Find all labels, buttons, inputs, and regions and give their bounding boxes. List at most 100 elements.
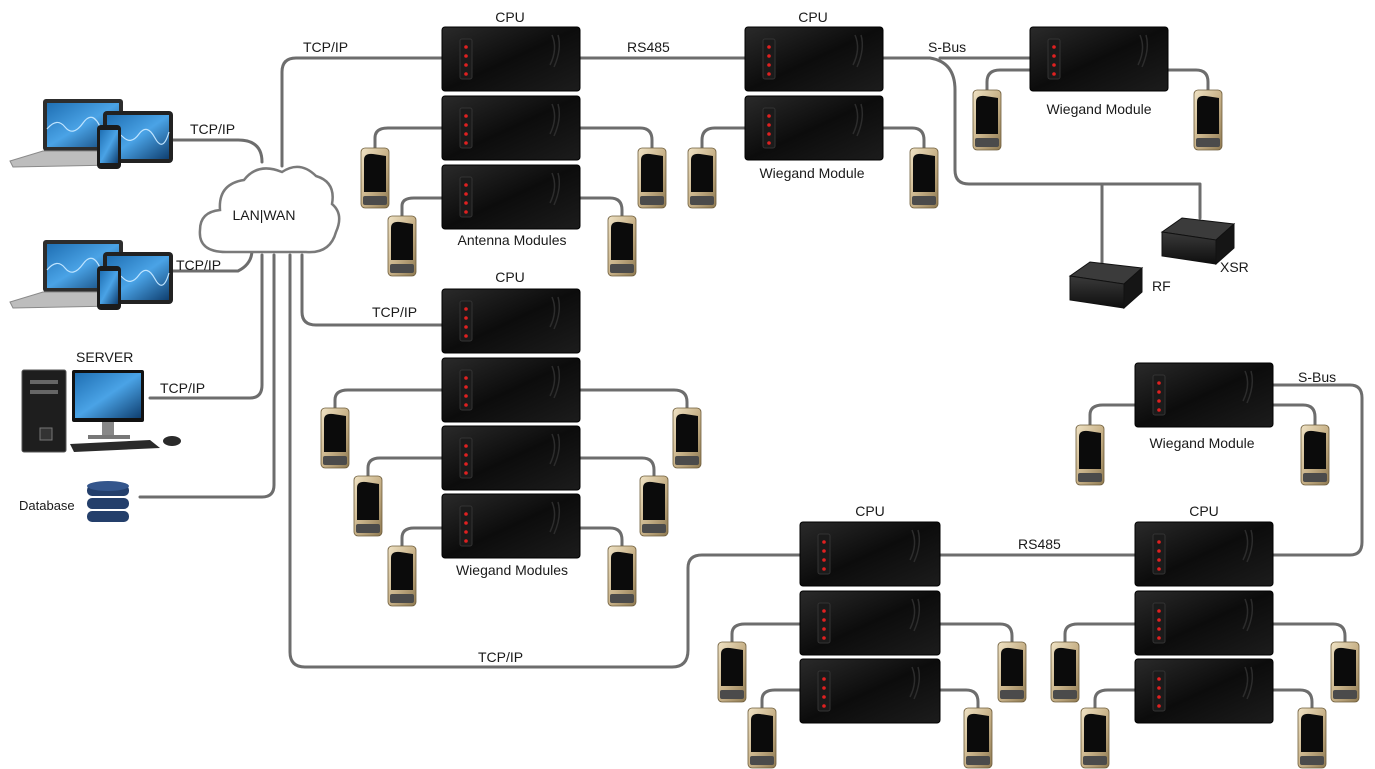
controller-module-icon [1134,590,1274,656]
controller-module-icon [441,164,581,230]
connection-line [333,388,444,410]
readers [320,89,1360,769]
database-icon [87,481,129,522]
controller-module-icon [441,288,581,354]
connection-line [400,526,444,548]
connection-line [166,138,264,164]
connection-line [1088,403,1137,427]
connection-line [138,253,276,499]
tcpip-label: TCP/IP [160,380,205,396]
controller-module-icon [1134,658,1274,724]
wiegand-modules-label: Wiegand Modules [456,562,568,578]
controller-module-icon [799,521,941,587]
card-reader-icon [1193,89,1223,151]
connection-line [288,253,802,669]
connection-line [280,56,444,168]
connection-line [1270,383,1364,557]
controller-module-icon [441,95,581,161]
connection-line [300,253,444,327]
cpu-label: CPU [495,269,525,285]
connection-line [1063,622,1137,644]
card-reader-icon [360,147,390,209]
cpu-label: CPU [855,503,885,519]
tcpip-label: TCP/IP [372,304,417,320]
database-label: Database [19,498,75,513]
card-reader-icon [387,215,417,277]
tcpip-label: TCP/IP [478,649,523,665]
cpu-label: CPU [1189,503,1219,519]
card-reader-icon [637,147,667,209]
connection-line [988,182,1202,220]
connection-line [148,253,264,400]
controller-module-icon [441,26,581,92]
labels: CPU CPU CPU CPU CPU TCP/IP TCP/IP TCP/IP TCP/IP T… [19,9,1336,665]
connection-line [578,196,624,218]
card-reader-icon [639,475,669,537]
tcpip-label: TCP/IP [190,121,235,137]
connection-line [366,456,444,478]
antenna-modules-label: Antenna Modules [458,232,567,248]
connection-line [881,56,1104,270]
card-reader-icon [1300,424,1330,486]
controller-module-icon [1134,362,1274,428]
connection-line [1271,688,1314,710]
sbus-label: S-Bus [928,39,966,55]
card-reader-icon [387,545,417,607]
card-reader-icon [1080,707,1110,769]
card-reader-icon [717,641,747,703]
wiegand-module-label: Wiegand Module [1149,435,1254,451]
rf-module-icon [1068,261,1144,310]
controller-module-icon [1029,26,1169,92]
controller-module-icon [744,95,884,161]
card-reader-icon [672,407,702,469]
connection-line [1093,688,1137,710]
card-reader-icon [607,215,637,277]
card-reader-icon [320,407,350,469]
connection-line [985,68,1032,92]
connection-line [730,622,802,644]
device-set-icon [9,99,173,169]
connection-line [938,688,980,710]
controller-module-icon [1134,521,1274,587]
tcpip-label: TCP/IP [176,257,221,273]
card-reader-icon [687,147,717,209]
cpu-label: CPU [798,9,828,25]
card-reader-icon [1050,641,1080,703]
card-reader-icon [1075,424,1105,486]
sbus-label: S-Bus [1298,369,1336,385]
connection-line [881,126,926,150]
connection-line [373,126,444,150]
connection-line [578,126,654,150]
rs485-label: RS485 [627,39,670,55]
connection-line [938,622,1014,644]
connection-line [700,126,747,150]
server-computer-icon [21,369,181,453]
connection-line [578,526,624,548]
wiegand-module-label: Wiegand Module [1046,101,1151,117]
devices [9,99,1236,522]
rs485-label: RS485 [1018,536,1061,552]
controller-module-icon [799,590,941,656]
card-reader-icon [607,545,637,607]
connection-line [400,196,444,218]
card-reader-icon [909,147,939,209]
cloud-icon [198,165,341,254]
connection-line [1166,68,1210,92]
controller-module-icon [441,425,581,491]
card-reader-icon [353,475,383,537]
connection-line [1271,622,1347,644]
server-label: SERVER [76,349,133,365]
cpu-label: CPU [495,9,525,25]
xsr-label: XSR [1220,259,1249,275]
connection-line [578,456,656,478]
controller-module-icon [441,357,581,423]
rf-label: RF [1152,278,1171,294]
wires [138,56,1364,710]
controller-module-icon [744,26,884,92]
device-set-icon [9,240,173,310]
connection-line [578,388,689,410]
wiegand-module-label: Wiegand Module [759,165,864,181]
controller-module-icon [441,493,581,559]
lanwan-label: LAN|WAN [232,207,295,223]
